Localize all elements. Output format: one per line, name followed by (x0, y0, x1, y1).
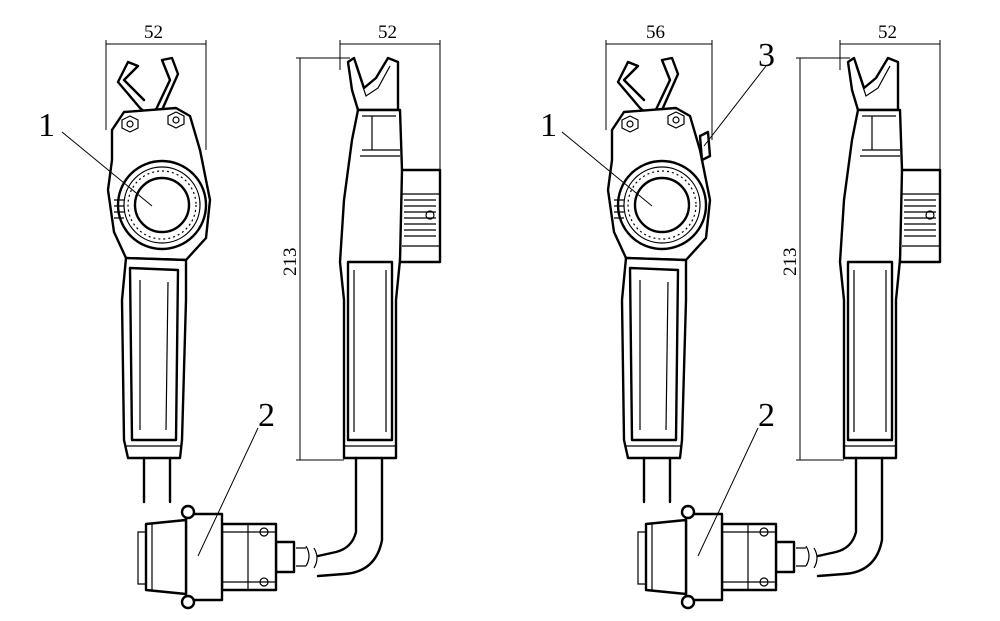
dimension-width-d-text: 52 (878, 22, 897, 43)
dimension-width-d: 52 (839, 22, 941, 170)
dimension-height-a-text: 213 (280, 248, 301, 277)
dimension-width-a: 52 (105, 22, 207, 150)
side-view-left (316, 56, 442, 578)
dimension-height-b-text: 213 (780, 248, 801, 277)
label-connector-right-text: 2 (758, 397, 775, 434)
label-handle-right-text: 1 (540, 107, 557, 144)
connector-plug-right (636, 504, 819, 610)
label-handle-right: 1 (540, 107, 653, 207)
front-view-right (606, 56, 712, 504)
label-handle-left-text: 1 (38, 107, 55, 144)
label-connector-left: 2 (197, 397, 275, 557)
dimension-width-c-text: 56 (646, 22, 665, 43)
label-handle-left: 1 (38, 107, 153, 207)
dimension-height-b: 213 (780, 57, 850, 461)
dimension-height-a: 213 (280, 57, 350, 461)
label-connector-right: 2 (697, 397, 775, 557)
side-view-right (816, 56, 942, 578)
connector-plug-left (136, 504, 319, 610)
dimension-width-c: 56 (605, 22, 713, 140)
clip-part (698, 130, 712, 162)
label-clip-right-text: 3 (758, 37, 775, 74)
label-connector-left-text: 2 (258, 397, 275, 434)
label-clip-right: 3 (703, 37, 775, 147)
dimension-width-a-text: 52 (144, 22, 163, 43)
front-view-left (106, 56, 212, 504)
dimension-width-b-text: 52 (378, 22, 397, 43)
dimension-width-b: 52 (339, 22, 441, 170)
